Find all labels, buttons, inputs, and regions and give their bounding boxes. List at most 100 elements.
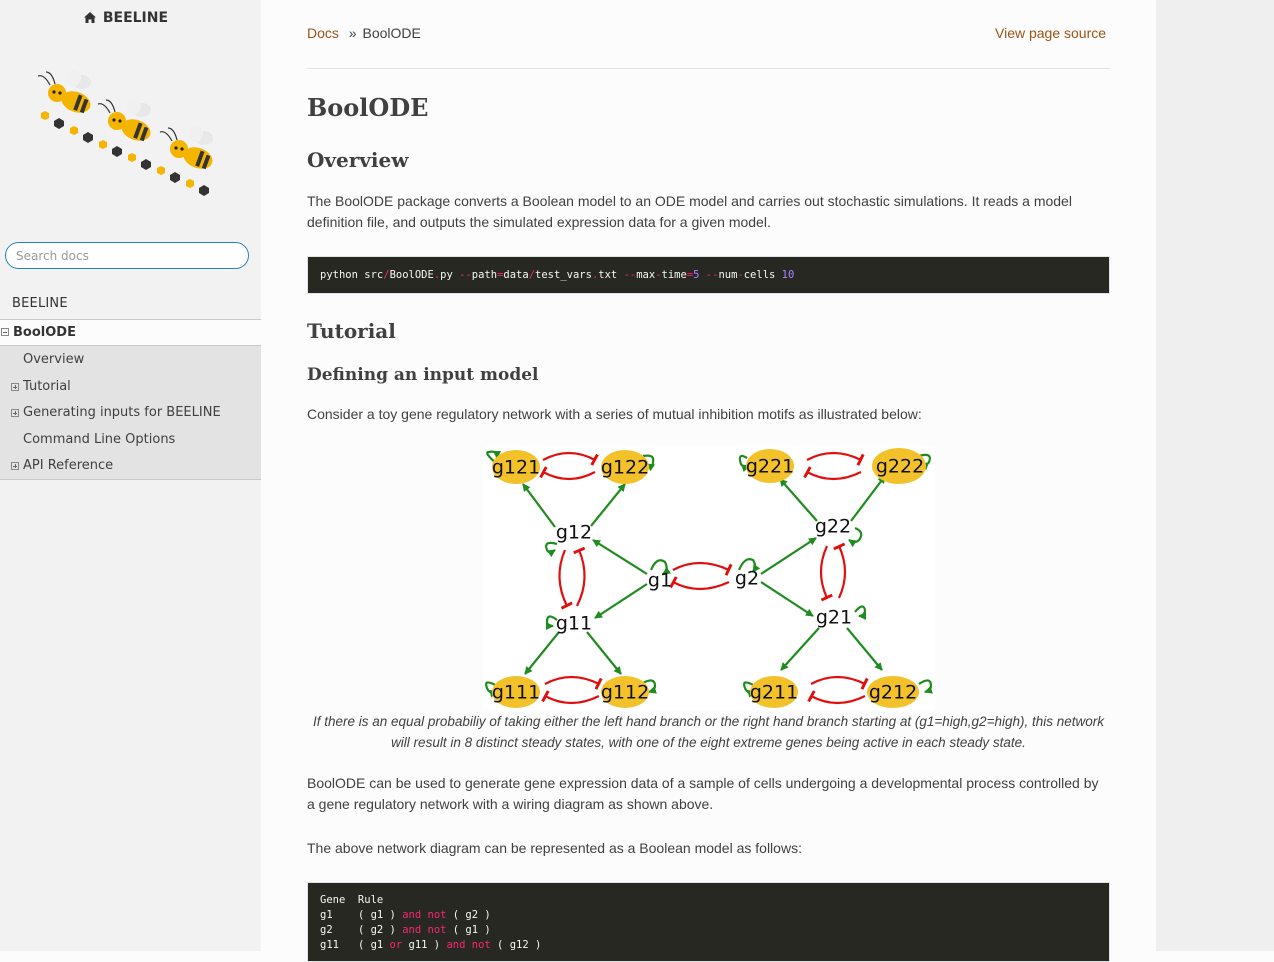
- code-token: not: [471, 939, 491, 951]
- code-token: python: [320, 269, 358, 281]
- code-token: src: [357, 269, 384, 281]
- node-g12: g12: [556, 522, 592, 544]
- code-token: ( g1 ): [357, 909, 403, 921]
- code-line: g2 ( g2 ) and not ( g1 ): [320, 923, 1097, 938]
- code-token: data: [503, 269, 529, 281]
- activation-edges: [485, 450, 933, 698]
- node-g112: g112: [601, 682, 649, 704]
- bee-icon: [97, 98, 151, 142]
- home-icon: [83, 12, 96, 23]
- code-token: -: [737, 269, 744, 281]
- nav-item-label: BoolODE: [13, 325, 76, 340]
- code-line: Gene Rule: [320, 894, 384, 906]
- page-title: BoolODE: [307, 93, 429, 122]
- code-token: ( g1 ): [446, 924, 491, 936]
- code-token: =: [686, 269, 694, 281]
- expand-icon[interactable]: [11, 462, 19, 470]
- code-token: ( g2 ): [446, 909, 491, 921]
- main-content: Docs » BoolODE View page source BoolODE …: [261, 0, 1156, 962]
- code-token: 10: [781, 269, 795, 281]
- overview-paragraph: The BoolODE package converts a Boolean m…: [307, 193, 1072, 230]
- code-token: --: [699, 269, 719, 281]
- code-token: --: [459, 269, 472, 281]
- nav-caption: BEELINE: [12, 296, 68, 311]
- expand-icon[interactable]: [11, 383, 19, 391]
- code-token: cells: [743, 269, 782, 281]
- code-token: and: [402, 909, 422, 921]
- code-token: and: [402, 924, 422, 936]
- node-g212: g212: [869, 682, 917, 704]
- node-g22: g22: [815, 516, 851, 538]
- code-token: ( g12 ): [490, 939, 542, 951]
- nav-item-api-reference[interactable]: API Reference: [23, 458, 114, 473]
- code-token: /: [528, 269, 536, 281]
- code-token: .: [433, 269, 441, 281]
- breadcrumb-current: BoolODE: [362, 25, 421, 41]
- nav-item-overview[interactable]: Overview: [23, 352, 85, 367]
- breadcrumb-docs-link[interactable]: Docs: [307, 25, 339, 41]
- page-margin: [1156, 0, 1274, 951]
- code-token: BoolODE: [389, 269, 434, 281]
- node-g122: g122: [601, 457, 649, 479]
- code-token: =: [497, 269, 504, 281]
- nav-item-command-line-options[interactable]: Command Line Options: [23, 432, 176, 447]
- subnav: Overview Tutorial Generating inputs for …: [0, 346, 261, 480]
- code-token: g11 ): [402, 939, 447, 951]
- node-g121: g121: [492, 457, 540, 479]
- inhibition-edges: [539, 451, 869, 705]
- node-g21: g21: [816, 607, 852, 629]
- code-token: ( g1: [357, 939, 390, 951]
- above-paragraph: The above network diagram can be represe…: [307, 840, 802, 856]
- brand-link[interactable]: BEELINE: [0, 10, 252, 26]
- code-token: or: [389, 939, 403, 951]
- code-token: num: [718, 269, 738, 281]
- node-g222: g222: [876, 456, 924, 478]
- code-token: /: [383, 269, 390, 281]
- tutorial-heading: Tutorial: [307, 319, 396, 343]
- code-token: -: [655, 269, 662, 281]
- code-token: g11: [320, 939, 358, 951]
- code-line: g1 ( g1 ) and not ( g2 ): [320, 908, 1097, 923]
- boolode-paragraph: BoolODE can be used to generate gene exp…: [307, 775, 1099, 812]
- view-page-source-link[interactable]: View page source: [995, 25, 1107, 41]
- bee-icon: [159, 126, 213, 170]
- search-input[interactable]: [5, 242, 249, 269]
- code-token: g1: [320, 909, 358, 921]
- code-token: --: [623, 269, 637, 281]
- collapse-icon[interactable]: [1, 328, 9, 336]
- node-g211: g211: [750, 682, 798, 704]
- overview-heading: Overview: [307, 148, 409, 172]
- consider-paragraph: Consider a toy gene regulatory network w…: [307, 406, 922, 422]
- figure-caption: If there is an equal probabiliy of takin…: [313, 714, 1104, 750]
- sidebar: BEELINE: [0, 0, 261, 951]
- node-g111: g111: [492, 682, 540, 704]
- expand-icon[interactable]: [11, 409, 19, 417]
- breadcrumb-separator: »: [348, 25, 357, 41]
- code-token: .: [591, 269, 599, 281]
- breadcrumb: Docs » BoolODE: [307, 25, 421, 41]
- leaf-nodes: [492, 448, 926, 708]
- code-token: max: [636, 269, 656, 281]
- code-token: not: [427, 909, 447, 921]
- network-diagram: g121 g122 g221 g222 g12 g22 g1 g2 g11 g2…: [483, 446, 935, 710]
- code-token: time: [661, 269, 687, 281]
- header-divider: [307, 68, 1110, 69]
- nav-item-tutorial[interactable]: Tutorial: [23, 379, 71, 394]
- code-token: 5: [693, 269, 700, 281]
- defining-model-heading: Defining an input model: [307, 365, 539, 385]
- code-token: ( g2 ): [357, 924, 403, 936]
- node-g1: g1: [648, 570, 672, 592]
- bee-logo: [37, 70, 213, 196]
- code-token: and: [446, 939, 466, 951]
- command-code-block: python src/BoolODE.py --path=data/test_v…: [307, 256, 1110, 294]
- nav-item-boolode[interactable]: BoolODE: [0, 319, 261, 346]
- nav-item-generating-inputs[interactable]: Generating inputs for BEELINE: [23, 405, 221, 420]
- code-token: txt: [598, 269, 624, 281]
- code-line: g11 ( g1 or g11 ) and not ( g12 ): [320, 938, 1097, 953]
- brand-label: BEELINE: [102, 10, 169, 26]
- bee-icon: [37, 70, 91, 114]
- node-g2: g2: [735, 568, 759, 590]
- node-g11: g11: [556, 613, 592, 635]
- code-token: not: [427, 924, 447, 936]
